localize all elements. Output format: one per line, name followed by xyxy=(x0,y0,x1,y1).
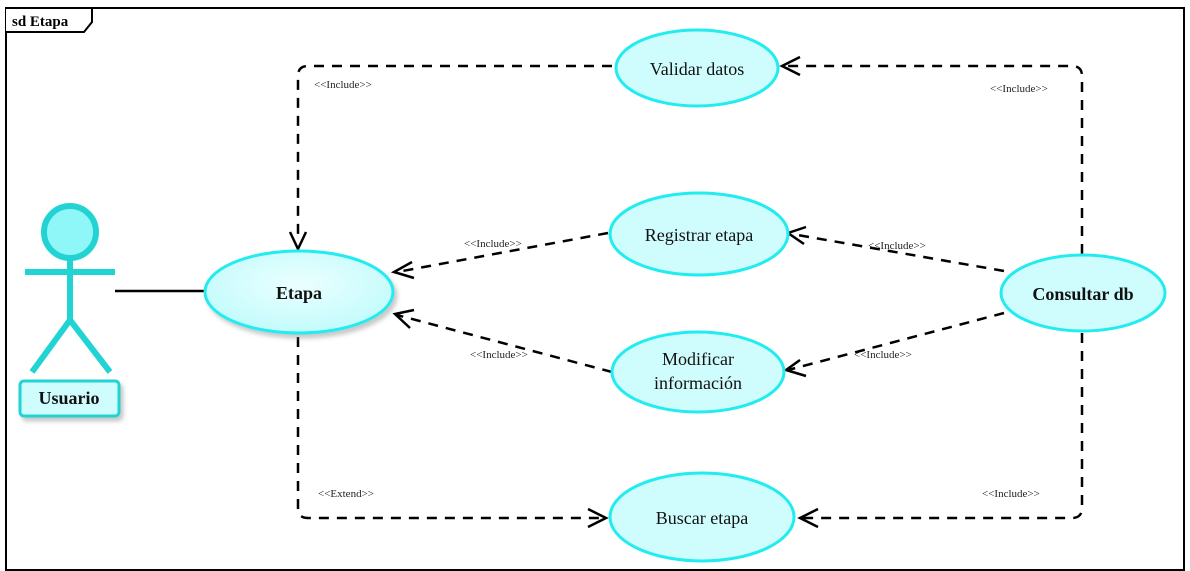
label-include-consultar-buscar: <<Include>> xyxy=(982,488,1040,500)
label-include-modificar-etapa: <<Include>> xyxy=(470,349,528,361)
usecase-buscar-label: Buscar etapa xyxy=(656,508,748,528)
label-include-consultar-modificar: <<Include>> xyxy=(854,349,912,361)
actor-usuario[interactable]: Usuario xyxy=(18,203,121,418)
arrowhead-etapa-top xyxy=(288,231,308,252)
edge-modificar-etapa xyxy=(396,313,613,374)
label-extend-etapa-buscar: <<Extend>> xyxy=(318,488,374,500)
usecase-consultar-label: Consultar db xyxy=(1032,284,1133,304)
arrowhead-buscar-right xyxy=(797,507,819,529)
usecase-modificar-label-line1: Modificar xyxy=(662,349,734,369)
edge-etapa-buscar xyxy=(296,337,604,520)
edge-consultar-validar xyxy=(784,64,1084,254)
relation-labels: <<Include>> <<Include>> <<Include>> <<In… xyxy=(314,79,1048,500)
arrowhead-modificar xyxy=(783,358,807,378)
edge-consultar-modificar xyxy=(787,311,1005,372)
actor-label-box xyxy=(18,379,121,418)
frame-title: sd Etapa xyxy=(12,14,69,30)
label-include-registrar-etapa: <<Include>> xyxy=(464,238,522,250)
edge-consultar-buscar xyxy=(802,333,1084,520)
label-include-validar-etapa: <<Include>> xyxy=(314,79,372,91)
edge-validar-etapa xyxy=(296,64,612,240)
diagram-frame: sd Etapa xyxy=(5,7,1185,571)
actor-label: Usuario xyxy=(38,388,99,408)
label-include-consultar-validar: <<Include>> xyxy=(990,83,1048,95)
arrowhead-etapa-registrar xyxy=(390,260,415,280)
actor-stick-figure xyxy=(25,203,115,374)
arrowhead-etapa-modificar xyxy=(392,308,415,329)
usecase-validar-label: Validar datos xyxy=(650,59,744,79)
usecase-buscar-etapa[interactable]: Buscar etapa xyxy=(608,471,796,563)
usecase-modificar-label-line2: información xyxy=(654,373,742,393)
usecase-registrar-etapa[interactable]: Registrar etapa xyxy=(608,191,790,277)
usecase-registrar-label: Registrar etapa xyxy=(645,225,753,245)
relations xyxy=(296,64,1084,520)
arrowheads xyxy=(288,55,819,529)
usecase-consultar-db[interactable]: Consultar db xyxy=(999,253,1167,333)
usecase-etapa-label: Etapa xyxy=(276,283,322,303)
arrowhead-buscar-left xyxy=(587,507,609,529)
arrowhead-validar xyxy=(779,55,801,77)
usecase-validar-datos[interactable]: Validar datos xyxy=(614,28,780,108)
usecase-modificar-informacion[interactable]: Modificar información xyxy=(610,330,786,414)
usecase-etapa[interactable]: Etapa xyxy=(203,249,395,335)
label-include-consultar-registrar: <<Include>> xyxy=(868,240,926,252)
